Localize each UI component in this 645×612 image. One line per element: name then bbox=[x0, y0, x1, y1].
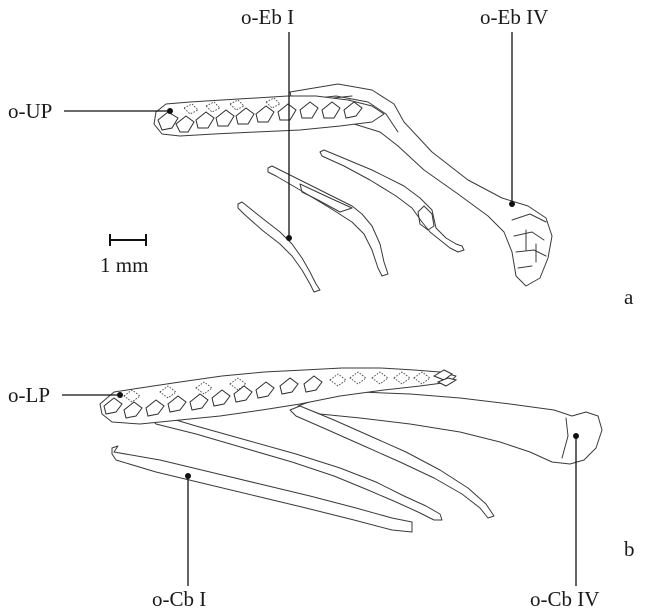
label-ceratobranchial-4-text: o-Cb IV bbox=[530, 587, 599, 611]
panel-b-letter: b bbox=[624, 537, 635, 561]
panel-a-letter: a bbox=[624, 285, 634, 309]
pointer-lower-pharyngeal bbox=[117, 392, 123, 398]
pointer-ceratobranchial-4 bbox=[573, 433, 579, 439]
pointer-upper-pharyngeal bbox=[167, 108, 173, 114]
label-epibranchial-4-text: o-Eb IV bbox=[480, 5, 548, 29]
label-epibranchial-4: o-Eb IV bbox=[480, 5, 548, 207]
pointer-epibranchial-1 bbox=[286, 235, 292, 241]
label-ceratobranchial-1: o-Cb I bbox=[152, 473, 206, 611]
label-upper-pharyngeal-text: o-UP bbox=[8, 99, 52, 123]
label-lower-pharyngeal-text: o-LP bbox=[8, 383, 50, 407]
scale-bar-label: 1 mm bbox=[100, 253, 148, 277]
pointer-ceratobranchial-1 bbox=[185, 473, 191, 479]
scale-bar-line bbox=[110, 234, 146, 246]
label-epibranchial-1-text: o-Eb I bbox=[241, 5, 294, 29]
scale-bar: 1 mm bbox=[100, 234, 148, 277]
panel-a: o-UP o-Eb I o-Eb IV 1 mm a bbox=[8, 5, 634, 309]
label-ceratobranchial-1-text: o-Cb I bbox=[152, 587, 206, 611]
label-upper-pharyngeal: o-UP bbox=[8, 99, 173, 123]
pointer-epibranchial-4 bbox=[509, 201, 515, 207]
epibranchial-1-bone bbox=[238, 202, 320, 292]
epibranchial-2-bone bbox=[268, 166, 388, 276]
panel-b: o-LP o-Cb I o-Cb IV b bbox=[8, 368, 635, 611]
